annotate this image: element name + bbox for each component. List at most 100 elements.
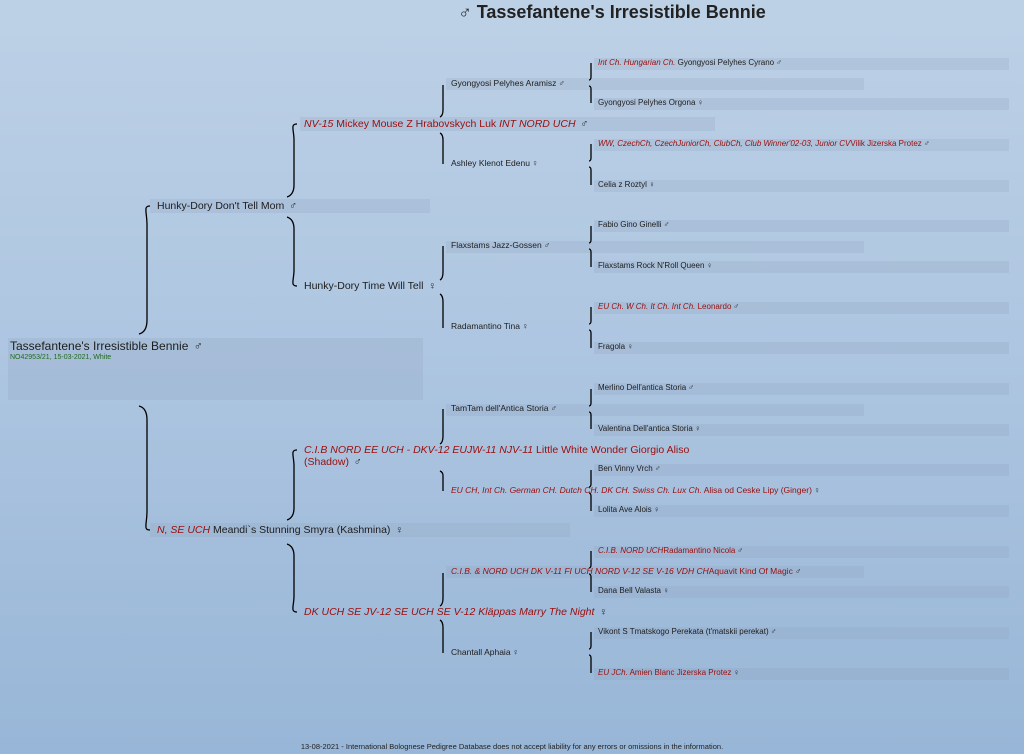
ancestor-title: C.I.B. NORD UCH (598, 546, 664, 555)
female-icon: ♀ (663, 586, 669, 595)
band (446, 404, 864, 416)
band (300, 117, 715, 131)
ancestor-name: Merlino Dell'antica Storia (598, 383, 687, 392)
male-icon: ♂ (770, 627, 777, 636)
ancestor-g4[interactable]: Fragola♀ (598, 342, 633, 351)
male-icon: ♂ (737, 546, 744, 555)
ancestor-g4[interactable]: EU Ch. W Ch. It Ch. Int Ch. Leonardo♂ (598, 302, 739, 311)
band (594, 261, 1009, 273)
ancestor-g3[interactable]: TamTam dell'Antica Storia♂ (451, 403, 557, 414)
ancestor-title: WW, CzechCh, CzechJuniorCh, ClubCh, Club… (598, 139, 851, 148)
female-icon: ♀ (813, 485, 821, 495)
band (446, 78, 864, 90)
ancestor-g4[interactable]: WW, CzechCh, CzechJuniorCh, ClubCh, Club… (598, 139, 930, 148)
female-icon: ♀ (599, 606, 608, 618)
male-icon: ♂ (794, 566, 802, 576)
ancestor-g3[interactable]: Ashley Klenot Edenu♀ (451, 158, 539, 169)
ancestor-g4[interactable]: Vikont S Tmatskogo Perekata (t'matskii p… (598, 627, 777, 636)
ancestor-title: Int Ch. Hungarian Ch. (598, 58, 676, 67)
ancestor-title: NV-15 (304, 118, 334, 130)
ancestor-name: Dana Bell Valasta (598, 586, 661, 595)
male-icon: ♂ (776, 58, 783, 67)
ancestor-g4[interactable]: Lolita Ave Alois♀ (598, 505, 660, 514)
subject-band (8, 338, 423, 400)
band (594, 139, 1009, 151)
ancestor-name: Gyongyosi Pelyhes Orgona (598, 98, 696, 107)
male-icon: ♂ (558, 78, 565, 88)
band (594, 505, 1009, 517)
male-icon: ♂ (289, 200, 298, 212)
ancestor-g4[interactable]: EU JCh. Amien Blanc Jizerska Protez♀ (598, 668, 739, 677)
ancestor-g3[interactable]: EU CH, Int Ch. German CH. Dutch CH. DK C… (451, 485, 821, 496)
band (594, 383, 1009, 395)
ancestor-title-suffix: INT NORD UCH (499, 118, 576, 130)
ancestor-name: Chantall Aphaia (451, 647, 511, 657)
band (594, 58, 1009, 70)
ancestor-name: Radamantino Tina (451, 321, 520, 331)
ancestor-g3[interactable]: Chantall Aphaia♀ (451, 647, 519, 658)
band (150, 523, 570, 537)
male-icon: ♂ (663, 220, 670, 229)
band (150, 199, 430, 213)
female-icon: ♀ (648, 180, 655, 189)
ancestor-g3[interactable]: Radamantino Tina♀ (451, 321, 529, 332)
ancestor-g4[interactable]: Int Ch. Hungarian Ch. Gyongyosi Pelyhes … (598, 58, 782, 67)
ancestor-title: C.I.B NORD EE UCH - DKV-12 EUJW-11 NJV-1… (304, 444, 534, 456)
band (594, 180, 1009, 192)
female-icon: ♀ (512, 647, 519, 657)
female-icon: ♀ (706, 261, 713, 270)
band (594, 464, 1009, 476)
female-icon: ♀ (653, 505, 660, 514)
ancestor-name: Flaxstams Jazz-Gossen (451, 240, 542, 250)
band (594, 302, 1009, 314)
ancestor-g4[interactable]: C.I.B. NORD UCHRadamantino Nicola♂ (598, 546, 743, 555)
dam[interactable]: N, SE UCH Meandi`s Stunning Smyra (Kashm… (157, 524, 403, 536)
sire[interactable]: Hunky-Dory Don't Tell Mom ♂ (157, 200, 297, 212)
subject-meta: NO42953/21, 15-03-2021, White (10, 354, 112, 361)
band (594, 220, 1009, 232)
band (446, 241, 864, 253)
ancestor-g4[interactable]: Dana Bell Valasta♀ (598, 586, 669, 595)
male-icon: ♂ (688, 383, 695, 392)
male-icon: ♂ (580, 118, 589, 130)
female-icon: ♀ (733, 668, 740, 677)
ancestor-name: Flaxstams Rock N'Roll Queen (598, 261, 705, 270)
male-icon: ♂ (353, 456, 362, 469)
female-icon: ♀ (694, 424, 701, 433)
ancestor-g4[interactable]: Valentina Dell'antica Storia♀ (598, 424, 701, 433)
ancestor-g4[interactable]: Ben Vinny Vrch♂ (598, 464, 661, 473)
paternal-granddam[interactable]: Hunky-Dory Time Will Tell ♀ (304, 280, 436, 292)
ancestor-g3[interactable]: Flaxstams Jazz-Gossen♂ (451, 240, 550, 251)
ancestor-name: Celia z Roztyl (598, 180, 647, 189)
ancestor-g3[interactable]: C.I.B. & NORD UCH DK V-11 FI UCH NORD V-… (451, 566, 802, 577)
band (594, 627, 1009, 639)
ancestor-name: Ben Vinny Vrch (598, 464, 653, 473)
ancestor-g4[interactable]: Celia z Roztyl♀ (598, 180, 655, 189)
sire-name: Hunky-Dory Don't Tell Mom (157, 200, 285, 212)
ancestor-name: Hunky-Dory Time Will Tell (304, 280, 424, 292)
ancestor-name: Little White Wonder Giorgio Aliso (Shado… (304, 444, 690, 469)
male-icon: ♂ (923, 139, 930, 148)
ancestor-name: Vikont S Tmatskogo Perekata (t'matskii p… (598, 627, 769, 636)
female-icon: ♀ (531, 158, 539, 168)
ancestor-g4[interactable]: Fabio Gino Ginelli♂ (598, 220, 670, 229)
ancestor-g3[interactable]: Gyongyosi Pelyhes Aramisz♂ (451, 78, 565, 89)
ancestor-g4[interactable]: Merlino Dell'antica Storia♂ (598, 383, 694, 392)
ancestor-name: Mickey Mouse Z Hrabovskych Luk (336, 118, 497, 130)
paternal-grandsire[interactable]: NV-15 Mickey Mouse Z Hrabovskych Luk INT… (304, 118, 588, 130)
ancestor-name: Gyongyosi Pelyhes Aramisz (451, 78, 557, 88)
subject-name[interactable]: Tassefantene's Irresistible Bennie ♂ (10, 339, 203, 354)
ancestor-name: Fragola (598, 342, 626, 351)
ancestor-g4[interactable]: Gyongyosi Pelyhes Orgona♀ (598, 98, 703, 107)
band (446, 566, 864, 578)
maternal-granddam[interactable]: DK UCH SE JV-12 SE UCH SE V-12 Kläppas M… (304, 606, 607, 618)
ancestor-name: Leonardo (697, 302, 732, 311)
ancestor-name: Fabio Gino Ginelli (598, 220, 662, 229)
female-icon: ♀ (522, 321, 529, 331)
band (594, 586, 1009, 598)
ancestor-name: Radamantino Nicola (663, 546, 736, 555)
ancestor-name: Ashley Klenot Edenu (451, 158, 530, 168)
maternal-grandsire[interactable]: C.I.B NORD EE UCH - DKV-12 EUJW-11 NJV-1… (304, 444, 724, 468)
ancestor-title: DK UCH SE JV-12 SE UCH SE V-12 (304, 606, 476, 618)
ancestor-g4[interactable]: Flaxstams Rock N'Roll Queen♀ (598, 261, 712, 270)
